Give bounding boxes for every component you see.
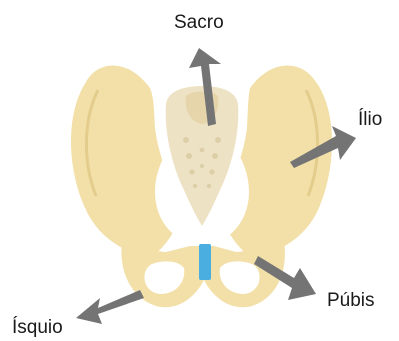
label-sacro: Sacro [174,12,224,33]
label-ilio: Ílio [358,109,382,130]
isquio-arrow [76,290,144,324]
label-pubis: Púbis [327,290,375,311]
pelvis-illustration [71,65,332,307]
label-isquio: Ísquio [12,317,63,338]
pubic-symphysis [199,244,211,280]
